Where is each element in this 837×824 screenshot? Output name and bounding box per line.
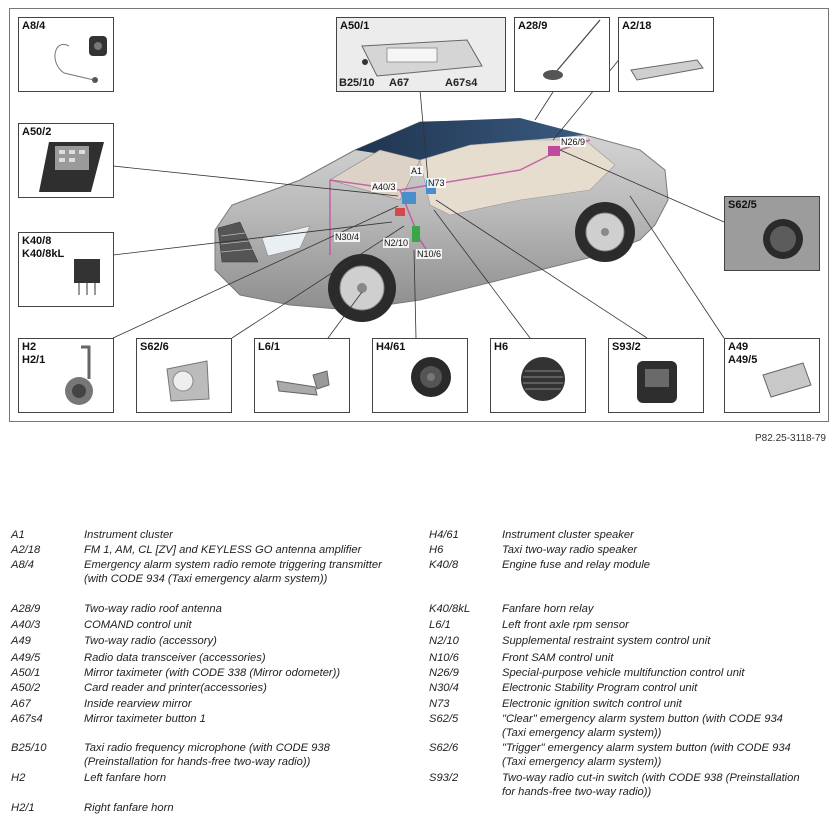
- speaker-icon: [411, 357, 451, 397]
- callout-N2-10: N2/10: [383, 238, 410, 248]
- box-label: H4/61: [376, 341, 406, 353]
- antenna-amplifier-icon: [630, 59, 704, 81]
- label-A67s4: A67s4: [445, 77, 478, 89]
- box-A28-9: A28/9: [514, 17, 610, 92]
- box-label: S62/6: [140, 341, 169, 353]
- box-label: A50/1: [340, 20, 370, 32]
- roof-antenna-icon: [543, 19, 601, 80]
- radio-speaker-icon: [521, 357, 565, 401]
- callout-N10-6: N10/6: [416, 249, 443, 259]
- box-A50-2: A50/2: [18, 123, 114, 198]
- label-B25-10: B25/10: [339, 77, 375, 89]
- box-S62-5: S62/5: [724, 196, 820, 271]
- figure-reference: P82.25-3118-79: [755, 433, 826, 444]
- transmitter-icon: [54, 36, 107, 83]
- callout-A1: A1: [410, 166, 424, 176]
- callout-A40-3: A40/3: [371, 182, 397, 192]
- two-way-radio-icon: [762, 362, 812, 398]
- label-A67: A67: [389, 77, 410, 89]
- box-label: A2/18: [622, 20, 652, 32]
- box-L6-1: L6/1: [254, 338, 350, 413]
- relay-icon: [74, 259, 100, 295]
- trigger-button-icon: [166, 360, 210, 402]
- box-S62-6: S62/6: [136, 338, 232, 413]
- box-label: A50/2: [22, 126, 52, 138]
- callout-N26-9: N26/9: [560, 137, 587, 147]
- box-A49: A49 A49/5: [724, 338, 820, 413]
- callout-N73: N73: [427, 178, 446, 188]
- box-label: A8/4: [22, 20, 46, 32]
- callout-N30-4: N30/4: [334, 232, 361, 242]
- clear-button-icon: [763, 219, 803, 259]
- box-A2-18: A2/18: [618, 17, 714, 92]
- box-H6: H6: [490, 338, 586, 413]
- box-K40-8: K40/8 K40/8kL: [18, 232, 114, 307]
- car-roof: [355, 118, 585, 160]
- box-label: K40/8 K40/8kL: [22, 235, 65, 260]
- box-label: A28/9: [518, 20, 548, 32]
- box-label: H2 H2/1: [22, 341, 46, 366]
- rearview-mirror-icon: [361, 39, 483, 77]
- cut-in-switch-icon: [637, 361, 677, 403]
- box-label: H6: [494, 341, 509, 353]
- box-H2: H2 H2/1: [18, 338, 114, 413]
- rpm-sensor-icon: [276, 370, 330, 396]
- box-label: S62/5: [728, 199, 757, 211]
- box-S93-2: S93/2: [608, 338, 704, 413]
- box-label: S93/2: [612, 341, 641, 353]
- box-A50-1: A50/1 B25/10 A67 A67s4: [336, 17, 506, 92]
- card-reader-icon: [39, 142, 104, 192]
- box-H4-61: H4/61: [372, 338, 468, 413]
- box-A8-4: A8/4: [18, 17, 114, 92]
- box-label: L6/1: [258, 341, 281, 353]
- horn-icon: [65, 345, 93, 405]
- box-label: A49 A49/5: [728, 341, 758, 366]
